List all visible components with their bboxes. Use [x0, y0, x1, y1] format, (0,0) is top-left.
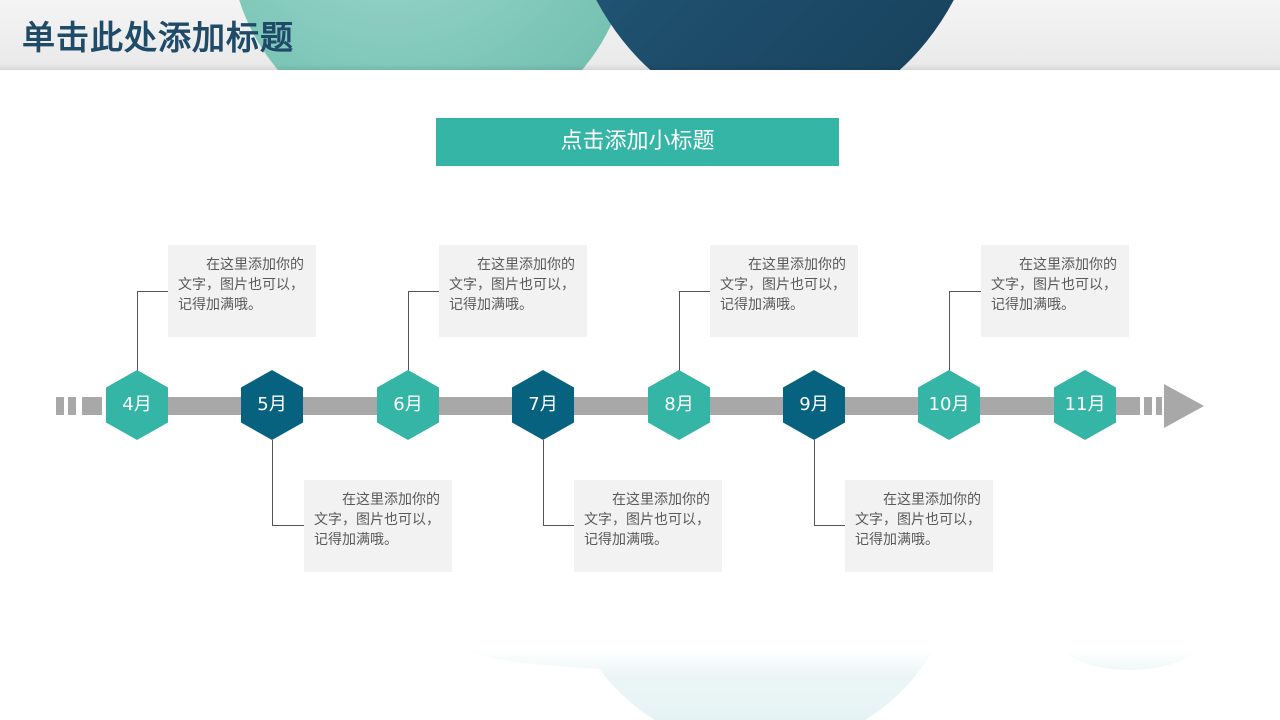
header-band	[0, 0, 1280, 70]
timeline-dash-left-1	[56, 397, 64, 415]
timeline-node-label: 11月	[1064, 394, 1106, 415]
header-teal-shape	[230, 0, 630, 70]
timeline-dash-right-3	[1156, 397, 1162, 415]
timeline-node-label: 9月	[799, 394, 829, 415]
note-box-8[interactable]: 在这里添加你的文字，图片也可以，记得加满哦。	[710, 245, 858, 337]
timeline-dash-left-2	[68, 397, 76, 415]
connector-8-horizontal	[679, 291, 710, 292]
timeline-node-label: 7月	[528, 394, 558, 415]
note-text: 在这里添加你的文字，图片也可以，记得加满哦。	[584, 492, 710, 548]
footer-fade	[0, 650, 1280, 720]
timeline-node-label: 5月	[257, 394, 287, 415]
timeline-node-10[interactable]: 10月	[918, 370, 980, 440]
timeline-node-7[interactable]: 7月	[512, 370, 574, 440]
connector-7-vertical	[543, 440, 544, 526]
connector-8-vertical	[679, 291, 680, 371]
timeline-node-4[interactable]: 4月	[106, 370, 168, 440]
connector-5-vertical	[272, 440, 273, 526]
connector-7-horizontal	[543, 525, 574, 526]
note-text: 在这里添加你的文字，图片也可以，记得加满哦。	[855, 492, 981, 548]
note-text: 在这里添加你的文字，图片也可以，记得加满哦。	[991, 257, 1117, 313]
timeline-node-6[interactable]: 6月	[377, 370, 439, 440]
timeline-node-11[interactable]: 11月	[1054, 370, 1116, 440]
timeline-dash-right-2	[1144, 397, 1152, 415]
connector-4-horizontal	[137, 291, 168, 292]
timeline-node-label: 6月	[393, 394, 423, 415]
timeline-dash-right-1	[1120, 397, 1140, 415]
timeline-dash-left-3	[82, 397, 102, 415]
connector-10-vertical	[949, 291, 950, 371]
note-box-4[interactable]: 在这里添加你的文字，图片也可以，记得加满哦。	[168, 245, 316, 337]
connector-4-vertical	[137, 291, 138, 371]
timeline-node-8[interactable]: 8月	[648, 370, 710, 440]
timeline-node-9[interactable]: 9月	[783, 370, 845, 440]
subtitle-text: 点击添加小标题	[560, 129, 715, 154]
timeline-node-5[interactable]: 5月	[241, 370, 303, 440]
note-text: 在这里添加你的文字，图片也可以，记得加满哦。	[314, 492, 440, 548]
connector-9-vertical	[814, 440, 815, 526]
note-text: 在这里添加你的文字，图片也可以，记得加满哦。	[449, 257, 575, 313]
header-shadow	[0, 64, 1280, 70]
timeline-arrow-head	[1164, 384, 1204, 428]
note-box-5[interactable]: 在这里添加你的文字，图片也可以，记得加满哦。	[304, 480, 452, 572]
note-text: 在这里添加你的文字，图片也可以，记得加满哦。	[720, 257, 846, 313]
timeline-node-label: 10月	[928, 394, 970, 415]
footer-decoration	[0, 650, 1280, 720]
connector-6-horizontal	[408, 291, 439, 292]
timeline-node-label: 8月	[664, 394, 694, 415]
header-navy-shape	[560, 0, 990, 70]
note-text: 在这里添加你的文字，图片也可以，记得加满哦。	[178, 257, 304, 313]
note-box-10[interactable]: 在这里添加你的文字，图片也可以，记得加满哦。	[981, 245, 1129, 337]
note-box-9[interactable]: 在这里添加你的文字，图片也可以，记得加满哦。	[845, 480, 993, 572]
connector-5-horizontal	[272, 525, 304, 526]
connector-6-vertical	[408, 291, 409, 371]
connector-9-horizontal	[814, 525, 845, 526]
note-box-6[interactable]: 在这里添加你的文字，图片也可以，记得加满哦。	[439, 245, 587, 337]
page-title[interactable]: 单击此处添加标题	[22, 18, 294, 57]
timeline-node-label: 4月	[122, 394, 152, 415]
connector-10-horizontal	[949, 291, 981, 292]
note-box-7[interactable]: 在这里添加你的文字，图片也可以，记得加满哦。	[574, 480, 722, 572]
subtitle-box[interactable]: 点击添加小标题	[436, 118, 839, 166]
